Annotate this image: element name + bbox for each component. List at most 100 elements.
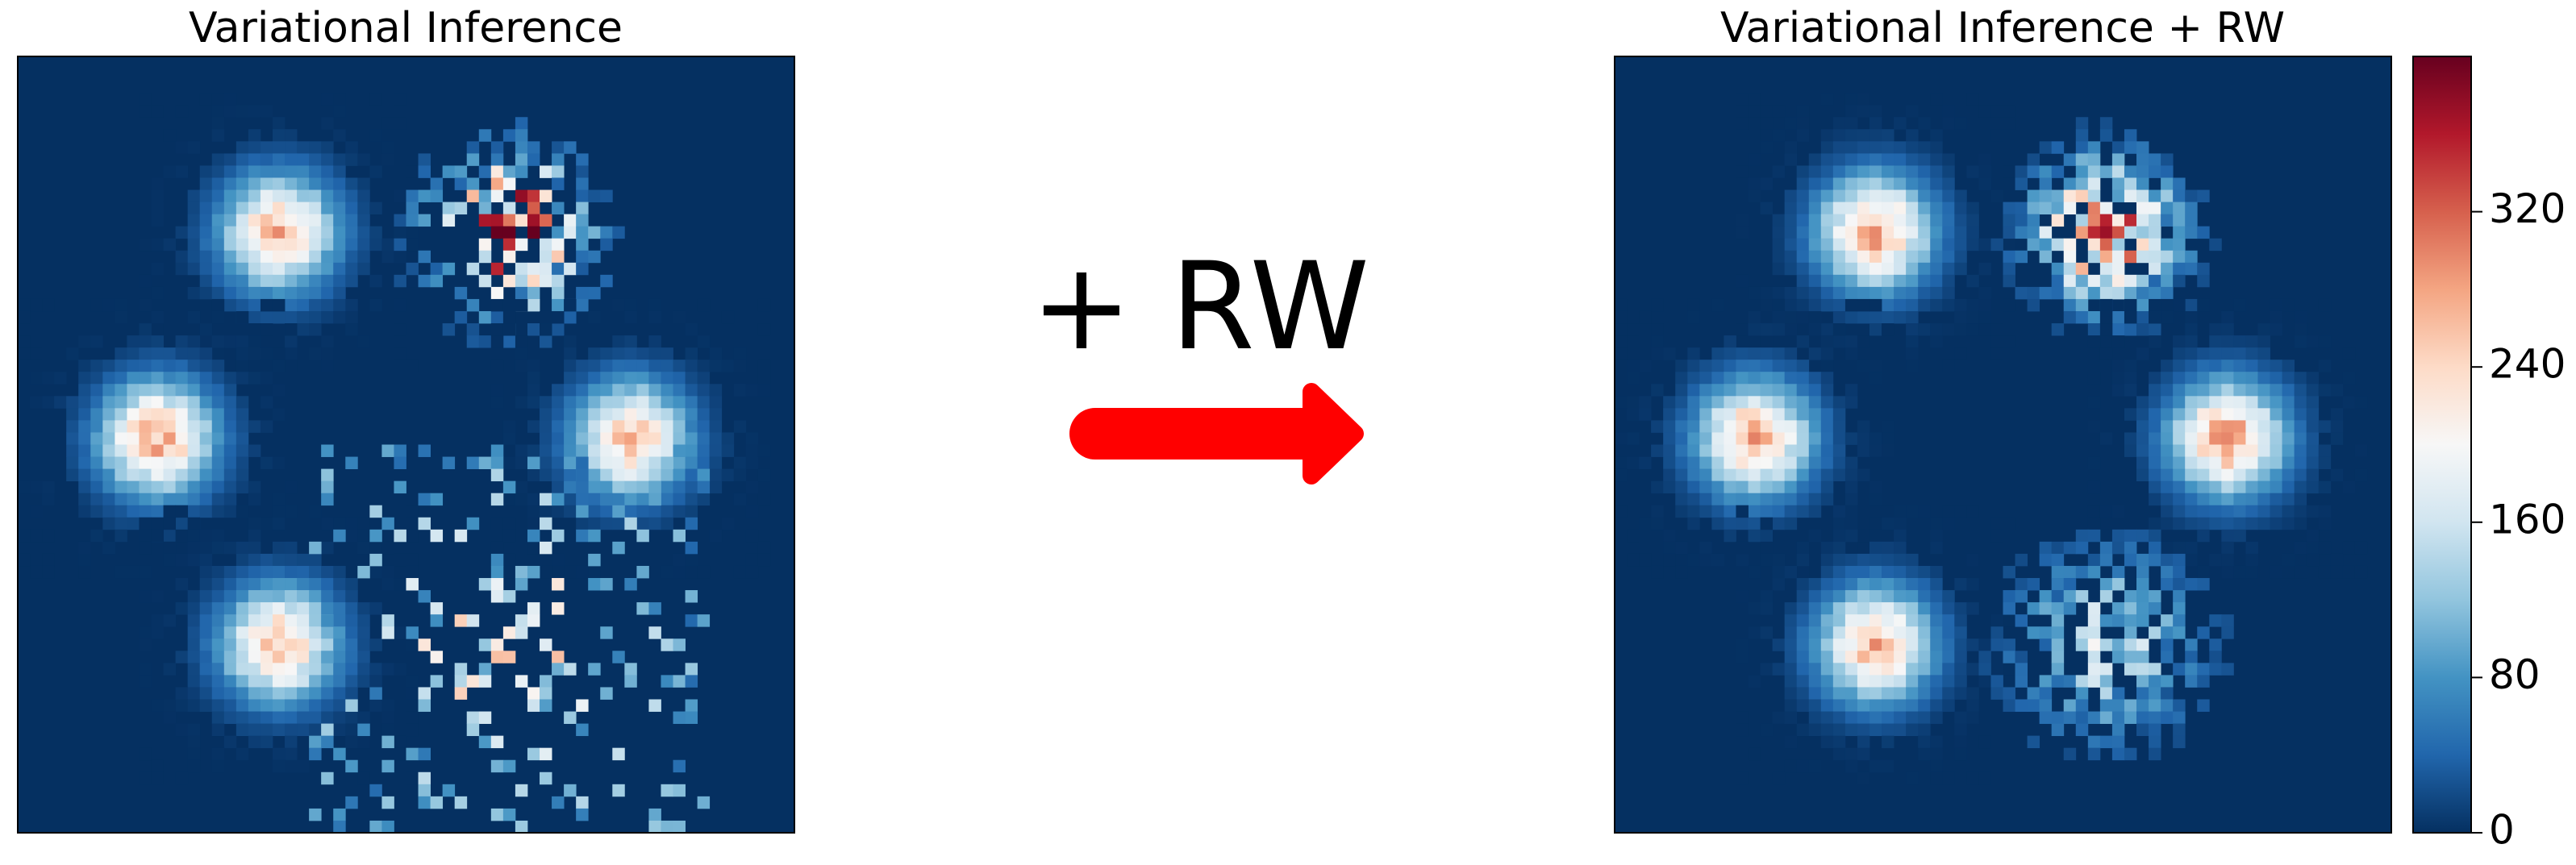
heatmap-cell [297,651,310,663]
heatmap-cell [1772,578,1786,591]
heatmap-cell [430,602,444,615]
heatmap-cell [211,408,225,421]
heatmap-cell [2197,408,2210,421]
heatmap-cell [187,384,201,397]
heatmap-cell [709,396,723,409]
heatmap-cell [1615,323,1628,336]
heatmap-cell [430,796,444,809]
heatmap-cell [1954,711,1967,724]
heatmap-cell [552,468,565,482]
heatmap-cell [2161,541,2174,555]
heatmap-cell [2039,711,2053,724]
heatmap-cell [175,432,189,445]
heatmap-cell [612,651,625,663]
heatmap-cell [1906,262,1919,276]
heatmap-cell [394,626,406,639]
heatmap-cell [2282,384,2295,397]
heatmap-cell [1832,723,1846,737]
heatmap-cell [248,335,261,348]
heatmap-cell [588,396,601,409]
heatmap-cell [2124,298,2137,312]
heatmap-cell [2027,165,2040,178]
heatmap-cell [576,493,589,506]
heatmap-cell [2270,493,2282,506]
heatmap-cell [1748,493,1761,506]
heatmap-cell [2330,408,2344,421]
heatmap-cell [1882,651,1894,663]
heatmap-cell [2149,480,2161,494]
heatmap-cell [66,468,79,482]
heatmap-cell [2294,420,2307,433]
heatmap-cell [418,747,431,761]
heatmap-cell [2111,578,2125,591]
heatmap-cell [1796,505,1810,518]
heatmap-cell [297,759,310,773]
heatmap-cell [2087,323,2101,336]
heatmap-cell [1784,323,1798,336]
heatmap-cell [1663,396,1676,409]
heatmap-cell [1687,553,1700,567]
heatmap-cell [576,408,589,421]
heatmap-cell [1699,432,1712,445]
heatmap-cell [211,286,225,300]
heatmap-cell [1869,189,1882,202]
heatmap-cell [648,456,661,469]
heatmap-cell [2015,578,2028,591]
heatmap-cell [2063,298,2077,312]
heatmap-cell [540,675,552,688]
heatmap-cell [636,432,649,445]
heatmap-cell [624,505,637,518]
heatmap-cell [1954,262,1967,276]
heatmap-cell [1760,360,1774,372]
heatmap-cell [272,493,286,506]
heatmap-cell [199,602,213,615]
heatmap-cell [2173,565,2186,579]
heatmap-cell [1796,286,1810,300]
heatmap-cell [2197,262,2210,276]
heatmap-cell [1882,614,1894,627]
heatmap-cell [1857,735,1870,749]
heatmap-cell [1918,687,1931,700]
heatmap-cell [1942,517,1955,530]
heatmap-cell [2149,335,2161,348]
heatmap-cell [2318,444,2332,457]
heatmap-cell [321,286,334,300]
heatmap-cell [1808,226,1822,239]
heatmap-cell [1918,165,1931,178]
chart-title-left: Variational Inference [189,4,623,52]
heatmap-cell [1844,153,1858,166]
heatmap-cell [1796,274,1810,288]
heatmap-cell [139,541,152,555]
heatmap-cell [1869,638,1882,651]
heatmap-cell [733,420,747,433]
heatmap-cell [1736,384,1749,397]
heatmap-cell [1675,408,1688,421]
heatmap-cell [260,238,273,252]
heatmap-cell [661,820,673,834]
heatmap-cell [163,505,177,518]
heatmap-cell [309,626,322,639]
heatmap-cell [648,420,661,433]
heatmap-cell [1796,226,1810,239]
heatmap-cell [1627,456,1640,469]
heatmap-cell [260,456,273,469]
heatmap-cell [199,699,213,712]
heatmap-cell [211,456,225,469]
heatmap-cell [223,238,237,252]
heatmap-cell [2197,480,2210,494]
heatmap-cell [1748,456,1761,469]
heatmap-cell [223,214,237,227]
heatmap-cell [66,444,79,457]
heatmap-cell [2197,493,2210,506]
heatmap-cell [502,493,516,506]
heatmap-cell [2087,250,2101,264]
heatmap-cell [1832,505,1846,518]
heatmap-cell [187,517,201,530]
heatmap-cell [1808,274,1822,288]
heatmap-cell [2136,286,2149,300]
heatmap-cell [1820,444,1834,457]
heatmap-cell [2136,347,2149,360]
heatmap-cell [2136,323,2149,336]
heatmap-cell [2087,177,2101,190]
